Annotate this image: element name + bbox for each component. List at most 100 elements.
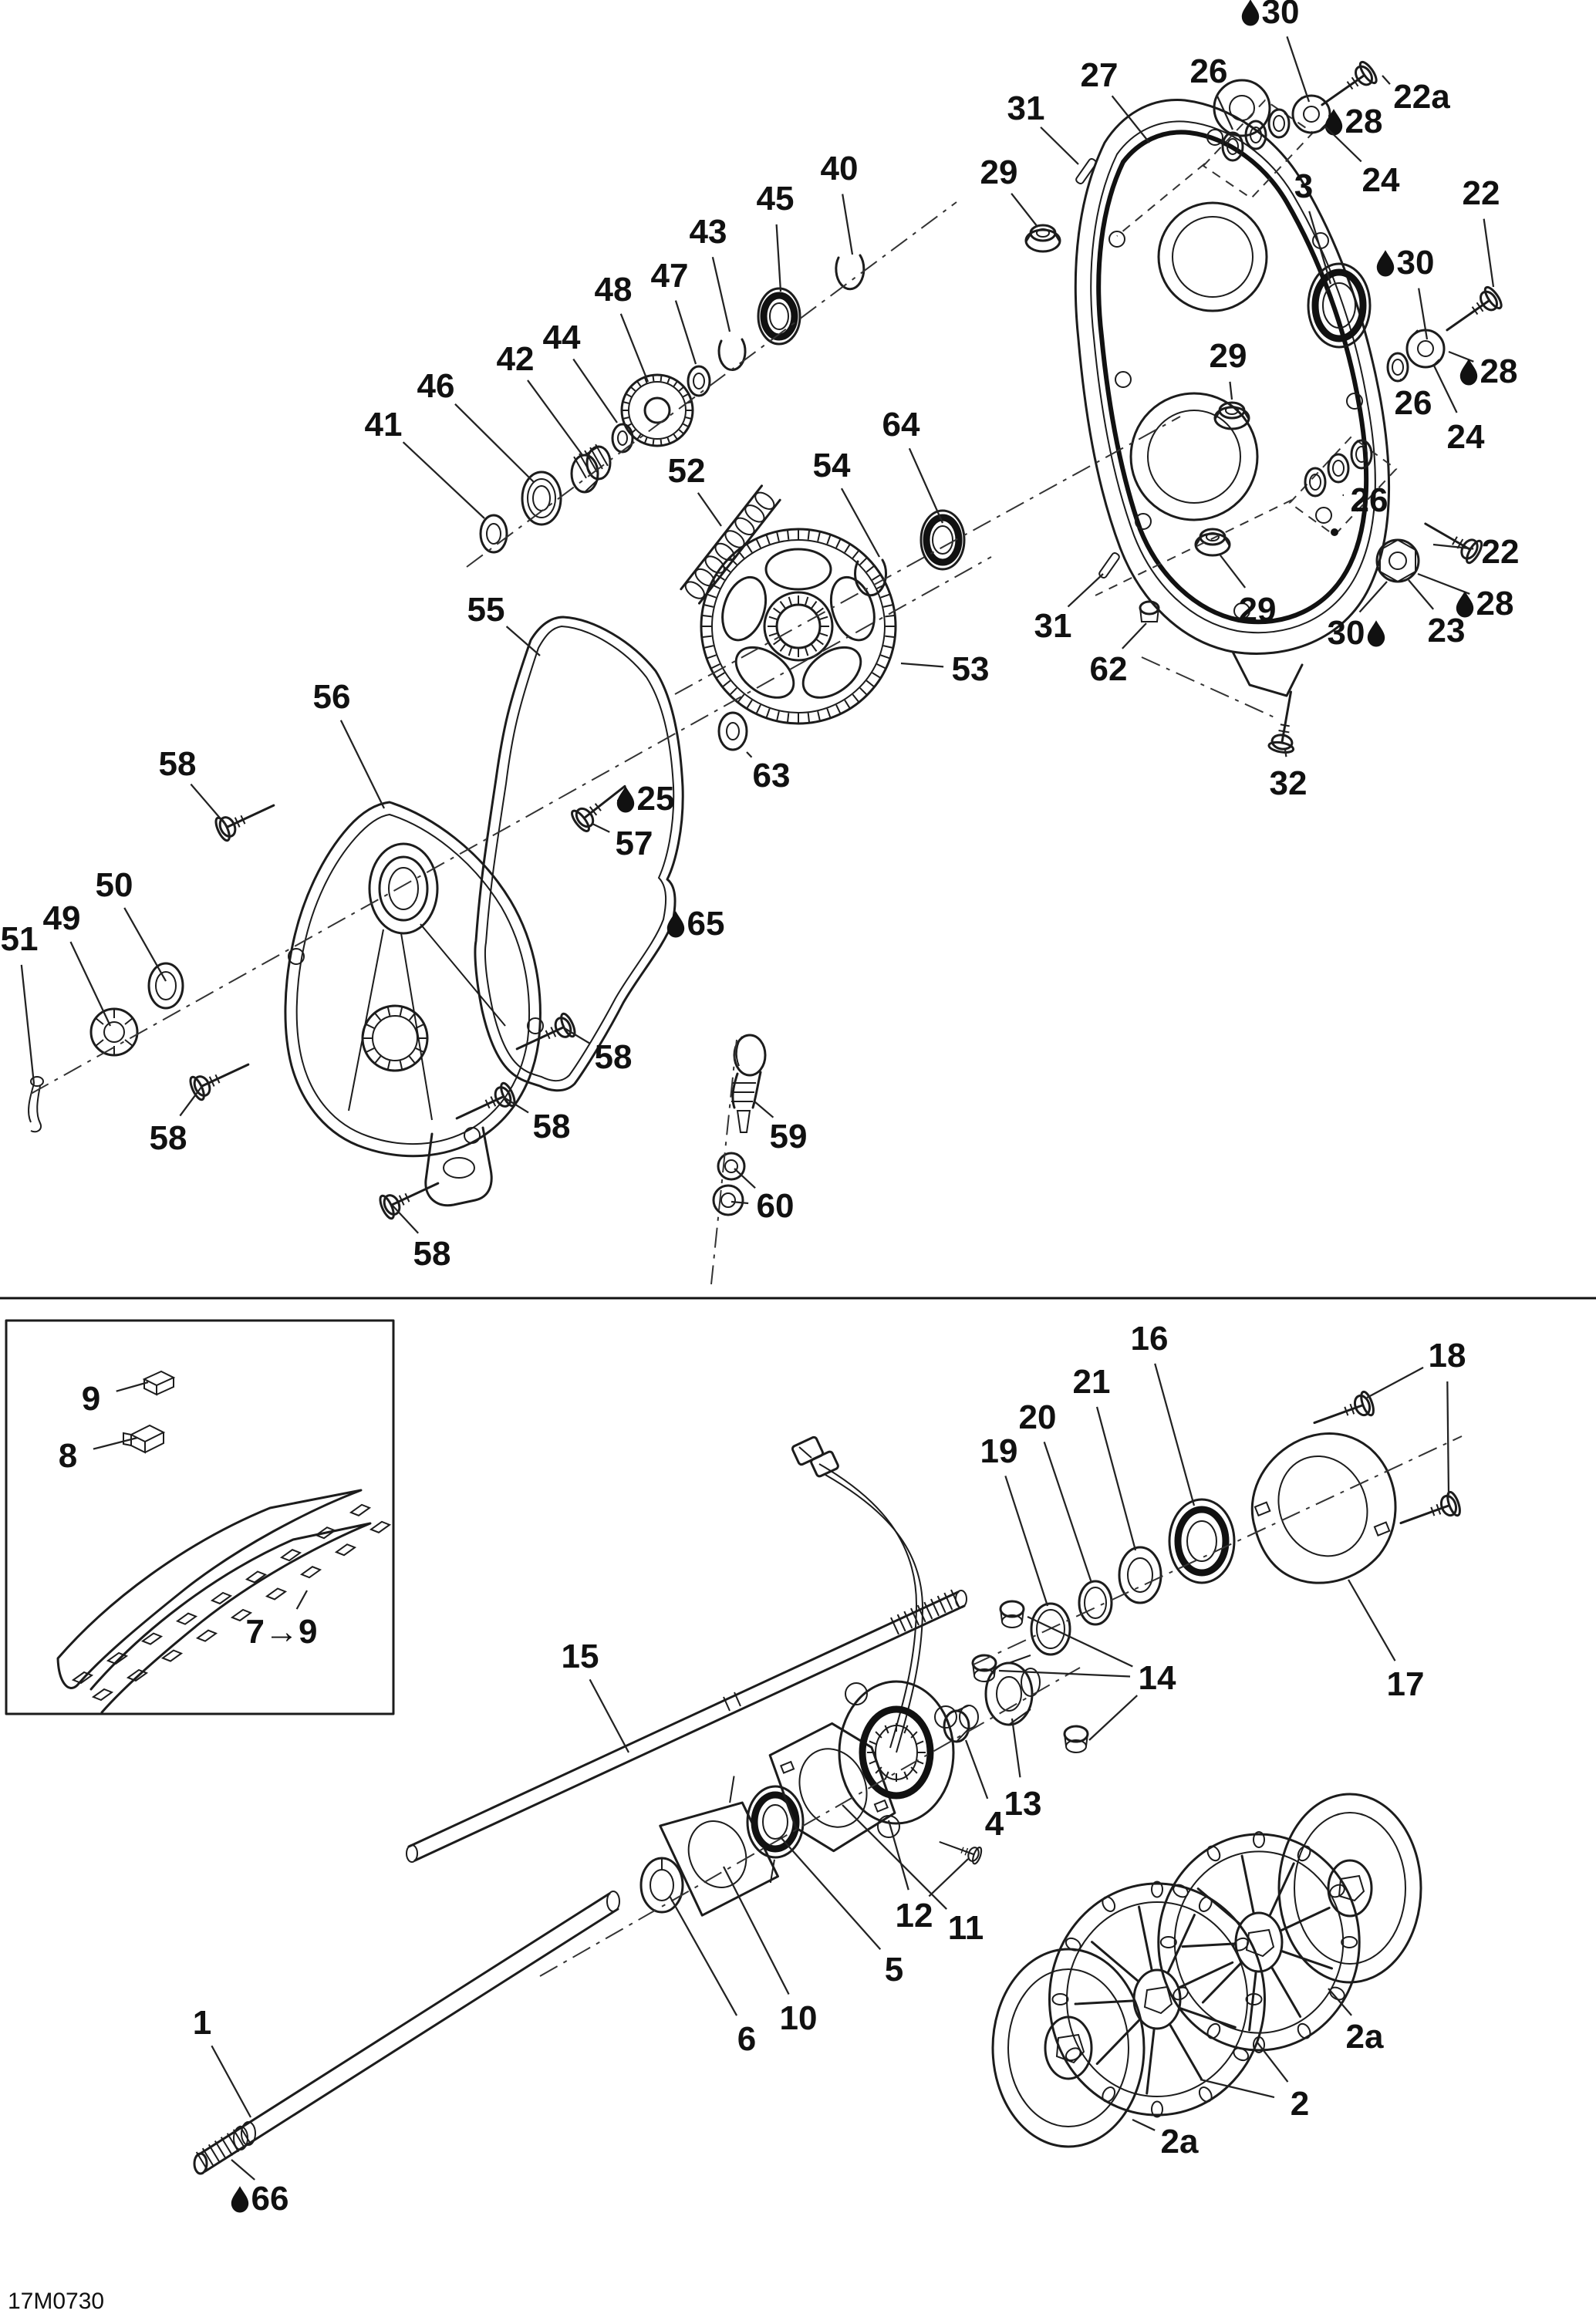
leader-line <box>842 194 854 255</box>
track-clip-8 <box>123 1424 166 1454</box>
callout-53: 53 <box>900 650 989 688</box>
part-number-51: 51 <box>1 920 39 958</box>
cover-gasket <box>474 616 684 1092</box>
leader-line <box>1446 1381 1450 1496</box>
flange-screw <box>936 1833 984 1866</box>
callout-57: 57 <box>592 822 653 862</box>
end-flange <box>1250 1432 1397 1584</box>
part-number-30: 30 <box>1328 614 1365 652</box>
callout-14: 14 <box>998 1615 1176 1741</box>
drive-axle <box>193 1891 620 2175</box>
flange-nut <box>1024 224 1061 253</box>
carriage-bolt <box>1418 511 1486 566</box>
drive-axle-section <box>5 1319 1464 2175</box>
jackshaft-end-stack <box>1030 1389 1464 1656</box>
pinion-gear <box>620 373 694 447</box>
part-number-59: 59 <box>770 1118 808 1155</box>
leader-line <box>1358 581 1388 613</box>
leader-line <box>619 313 650 383</box>
part-number-58: 58 <box>159 745 197 783</box>
callout-16: 16 <box>1131 1320 1196 1506</box>
part-number-44: 44 <box>543 319 581 356</box>
oil-drop-icon <box>616 786 635 813</box>
leader-line <box>211 2045 251 2118</box>
leader-line <box>190 783 228 828</box>
leader-line <box>20 964 35 1084</box>
callout-12: 12 <box>887 1820 969 1935</box>
leader-line <box>116 1381 149 1392</box>
leader-line <box>391 1204 420 1234</box>
callout-58: 58 <box>159 745 228 828</box>
leader-line <box>1122 622 1147 649</box>
splined-bushing <box>570 444 612 494</box>
part-number-27: 27 <box>1081 56 1119 94</box>
leader-line <box>1220 555 1247 589</box>
leader-line <box>93 1436 138 1450</box>
callout-22a: 22a <box>1382 75 1450 116</box>
part-number-20: 20 <box>1019 1398 1057 1436</box>
callout-24: 24 <box>1432 363 1485 456</box>
part-number-25: 25 <box>637 780 675 818</box>
chaincase-housing <box>1074 79 1391 697</box>
part-number-54: 54 <box>813 447 851 484</box>
leader-line <box>1229 381 1233 400</box>
leader-line <box>1257 2042 1289 2083</box>
callout-29: 29 <box>1220 555 1276 629</box>
callout-51: 51 <box>1 920 39 1084</box>
part-number-23: 23 <box>1428 612 1466 649</box>
callout-10: 10 <box>722 1866 817 2037</box>
callout-45: 45 <box>757 180 794 292</box>
bearing-flange <box>768 1722 896 1853</box>
callout-28: 28 <box>1324 103 1382 140</box>
plug <box>1139 600 1160 622</box>
callout-26: 26 <box>1395 378 1432 422</box>
part-number-19: 19 <box>980 1432 1018 1470</box>
callout-2: 2 <box>1200 2042 1309 2123</box>
leader-line <box>1132 2118 1156 2131</box>
leader-line <box>572 358 618 423</box>
center-axis <box>1116 163 1206 237</box>
flange-bolt <box>1309 1389 1378 1436</box>
part-number-22a: 22a <box>1393 78 1450 116</box>
leader-line <box>505 626 541 656</box>
flange-gasket <box>659 1776 779 1917</box>
part-number-49: 49 <box>43 899 81 937</box>
part-number-31: 31 <box>1034 607 1072 645</box>
leader-line <box>734 1168 756 1189</box>
part-number-58: 58 <box>533 1108 571 1145</box>
callout-58: 58 <box>150 1085 203 1157</box>
leader-line <box>1366 1366 1424 1398</box>
part-number-64: 64 <box>882 406 920 444</box>
carriage-bolt-22 <box>1439 283 1506 342</box>
callout-50: 50 <box>96 866 167 982</box>
leader-line <box>669 1895 738 2016</box>
callout-22: 22 <box>1463 174 1500 288</box>
jackshaft <box>406 1589 967 1863</box>
callout-44: 44 <box>543 319 618 423</box>
callout-25: 25 <box>616 780 675 818</box>
leader-line <box>674 300 697 365</box>
part-number-22: 22 <box>1463 174 1500 212</box>
leader-line <box>900 662 944 668</box>
leader-line <box>1027 1615 1133 1668</box>
leader-line <box>722 1866 790 1995</box>
part-number-31: 31 <box>1007 89 1045 127</box>
part-number-26: 26 <box>1190 52 1228 90</box>
cover-bolt <box>450 1080 519 1131</box>
axle-bearing <box>746 1785 805 1859</box>
cover-bolt <box>186 1052 255 1103</box>
part-number-30: 30 <box>1397 244 1435 282</box>
center-axis <box>1141 656 1275 718</box>
center-axis <box>30 556 992 1095</box>
leader-line <box>754 1101 774 1118</box>
leader-line <box>1088 1695 1139 1741</box>
circlip <box>835 254 865 291</box>
callout-8: 8 <box>59 1436 138 1475</box>
track-clip-9 <box>142 1370 176 1396</box>
leader-line <box>780 1837 882 1950</box>
leader-line <box>840 487 880 558</box>
track-section <box>56 1489 392 1714</box>
callout-54: 54 <box>813 447 880 558</box>
leader-line <box>1011 193 1038 228</box>
part-number-29: 29 <box>980 153 1018 191</box>
